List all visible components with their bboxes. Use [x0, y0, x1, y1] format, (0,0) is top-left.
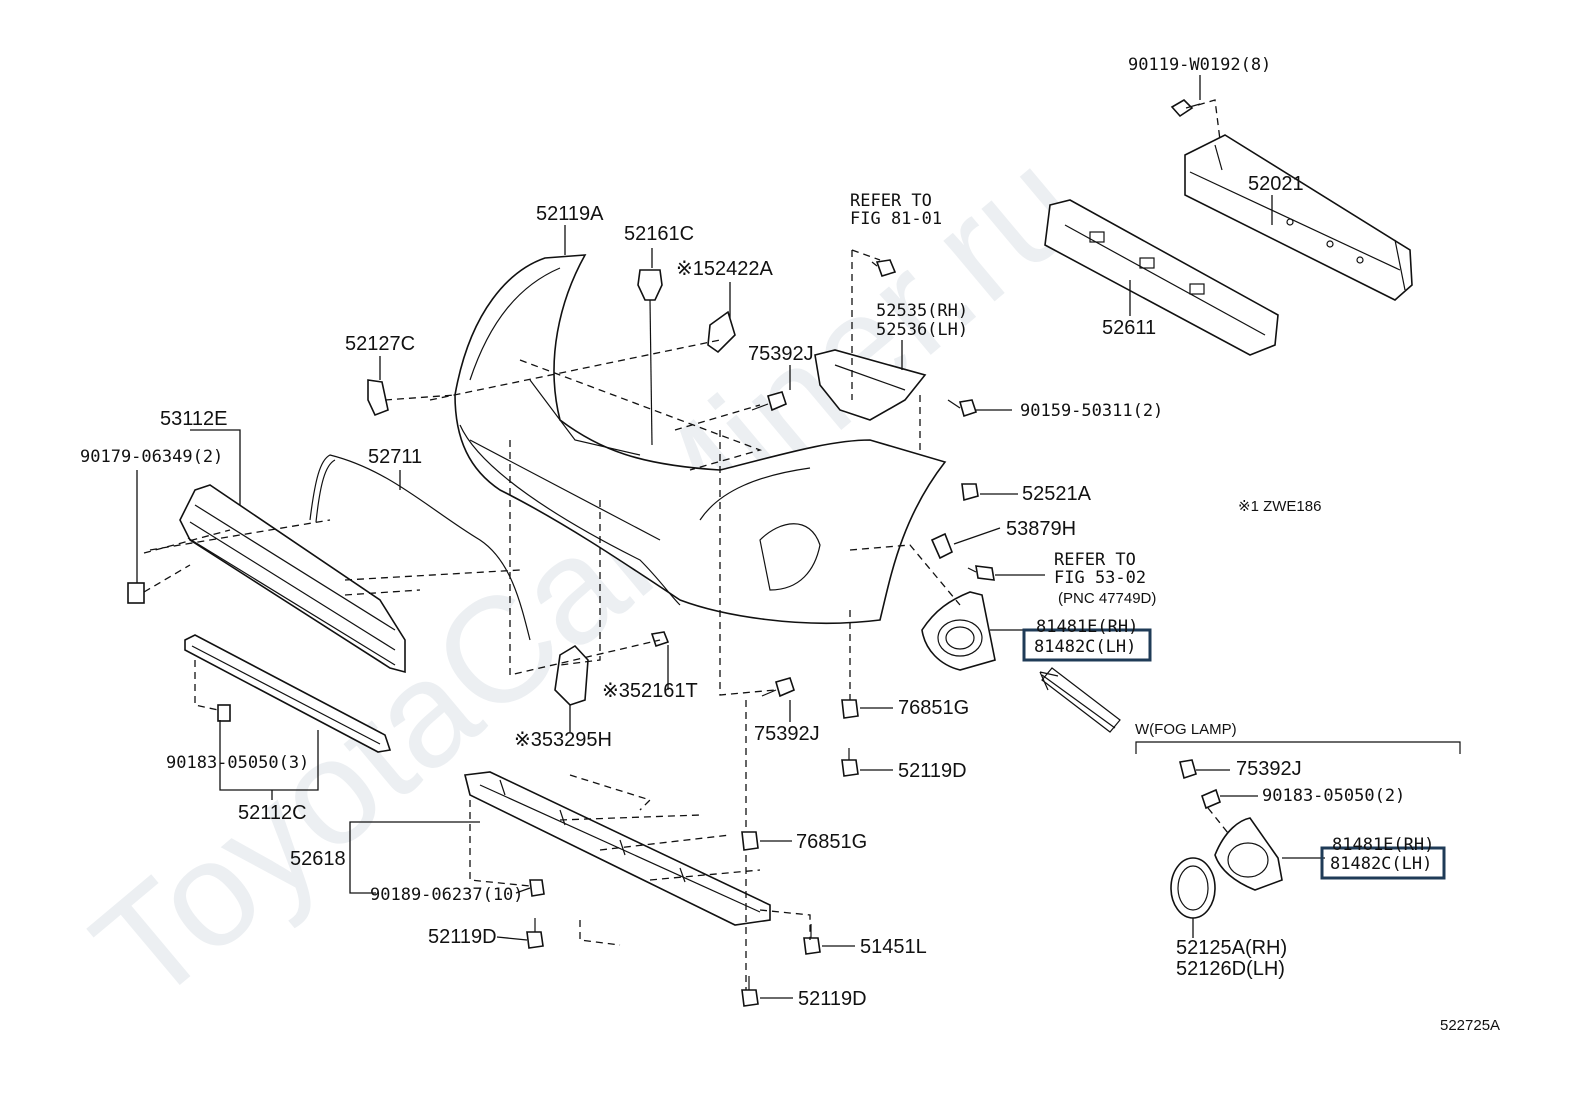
label-52618[interactable]: 52618	[290, 848, 346, 870]
label-81482C-fog[interactable]: 81482C(LH)	[1330, 854, 1432, 874]
watermark-text: ToyotaCarMiner.ru	[63, 118, 1110, 1034]
figure-id: 522725A	[1440, 1017, 1500, 1034]
label-53295H[interactable]: ※353295H	[514, 729, 612, 751]
clip-90189-icon[interactable]	[529, 879, 545, 897]
label-52611[interactable]: 52611	[1102, 317, 1156, 339]
label-75392J-fog[interactable]: 75392J	[1236, 758, 1302, 780]
label-52161C[interactable]: 52161C	[624, 223, 694, 245]
label-76851G-upper[interactable]: 76851G	[898, 697, 969, 719]
clip-90179-icon[interactable]	[127, 582, 145, 604]
label-52161T[interactable]: ※352161T	[602, 680, 698, 702]
radiator-grille-53112E[interactable]	[179, 484, 406, 674]
bolt-fig-81-01-icon[interactable]	[871, 259, 897, 277]
fog-lamp-cover-fog[interactable]	[1214, 817, 1283, 891]
fog-lamp-ring-52125A-52126D[interactable]	[1170, 857, 1216, 919]
label-52021[interactable]: 52021	[1248, 173, 1304, 195]
label-81481E-main[interactable]: 81481E(RH)	[1036, 617, 1138, 637]
label-refer-81-01-line1[interactable]: REFER TO	[850, 191, 932, 211]
label-52119D-upper[interactable]: 52119D	[898, 760, 967, 782]
fog-lamp-group-label: W(FOG LAMP)	[1135, 721, 1237, 738]
label-52119D-bottom[interactable]: 52119D	[798, 988, 867, 1010]
bumper-cover-52119A[interactable]	[454, 254, 947, 624]
label-52119A[interactable]: 52119A	[536, 203, 604, 225]
pad-52422A[interactable]	[707, 310, 736, 354]
clip-90183-fog-icon[interactable]	[1201, 788, 1221, 810]
label-52521A[interactable]: 52521A	[1022, 483, 1092, 505]
label-75392J-upper[interactable]: 75392J	[748, 343, 814, 365]
label-52711[interactable]: 52711	[368, 446, 422, 468]
label-90119-W0192[interactable]: 90119-W0192(8)	[1128, 55, 1271, 75]
label-52127C[interactable]: 52127C	[345, 333, 415, 355]
label-52422A[interactable]: ※152422A	[676, 258, 773, 280]
highlight-81482C-main	[1022, 628, 1152, 662]
label-52112C[interactable]: 52112C	[238, 802, 307, 824]
label-52536-lh[interactable]: 52536(LH)	[876, 320, 968, 340]
label-refer-53-02-pnc[interactable]: (PNC 47749D)	[1058, 590, 1156, 607]
wire-harness-52711[interactable]	[309, 454, 531, 641]
screw-75392J-fog-icon[interactable]	[1179, 759, 1197, 780]
clip-90183-icon[interactable]	[217, 704, 231, 722]
bolt-90159-icon[interactable]	[947, 399, 978, 418]
label-52535-rh[interactable]: 52535(RH)	[876, 301, 968, 321]
label-81481E-fog[interactable]: 81481E(RH)	[1332, 835, 1434, 855]
retainer-76851G-icon[interactable]	[841, 699, 859, 719]
screw-75392J-icon[interactable]	[751, 391, 787, 412]
energy-absorber-52611[interactable]	[1044, 199, 1279, 356]
label-81482C-main[interactable]: 81482C(LH)	[1034, 637, 1136, 657]
bumper-reinforcement-52021[interactable]	[1184, 134, 1413, 301]
label-90179-06349[interactable]: 90179-06349(2)	[80, 447, 223, 467]
label-refer-53-02-line1[interactable]: REFER TO	[1054, 550, 1136, 570]
label-53879H[interactable]: 53879H	[1006, 518, 1076, 540]
lower-molding-52112C[interactable]	[184, 634, 392, 753]
bolt-52119D-bottom-icon[interactable]	[741, 976, 759, 1007]
screw-fig-53-02-icon[interactable]	[967, 565, 995, 581]
screw-75392J-lower-icon[interactable]	[761, 677, 795, 698]
clip-51451L-icon[interactable]	[803, 924, 821, 955]
retainer-76851G-lower-icon[interactable]	[741, 831, 759, 851]
label-90159-50311[interactable]: 90159-50311(2)	[1020, 401, 1163, 421]
label-51451L[interactable]: 51451L	[860, 936, 927, 958]
bracket-53295H[interactable]	[554, 644, 589, 706]
label-75392J-lower[interactable]: 75392J	[754, 723, 820, 745]
bracket-52535-52536[interactable]	[814, 349, 927, 421]
label-52125A-rh[interactable]: 52125A(RH)	[1176, 937, 1287, 959]
label-refer-81-01-line2[interactable]: FIG 81-01	[850, 209, 942, 229]
note-zwe186: ※1 ZWE186	[1238, 498, 1321, 515]
bolt-52119D-left-icon[interactable]	[526, 918, 544, 949]
bracket-53879H-icon[interactable]	[930, 532, 954, 560]
bolt-52119D-icon[interactable]	[841, 748, 859, 777]
retainer-52127C[interactable]	[367, 379, 389, 417]
label-53112E[interactable]: 53112E	[160, 408, 227, 430]
label-90183-05050-3[interactable]: 90183-05050(3)	[166, 753, 309, 773]
label-52119D-left[interactable]: 52119D	[428, 926, 497, 948]
fog-lamp-cover-main[interactable]	[921, 591, 996, 671]
highlight-81482C-fog	[1320, 846, 1446, 880]
label-90189-06237[interactable]: 90189-06237(10)	[370, 885, 524, 905]
clip-52161C-icon[interactable]	[637, 269, 663, 446]
clip-52161T-icon[interactable]	[650, 631, 670, 648]
label-52126D-lh[interactable]: 52126D(LH)	[1176, 958, 1285, 980]
label-90183-05050-2[interactable]: 90183-05050(2)	[1262, 786, 1405, 806]
label-refer-53-02-line2[interactable]: FIG 53-02	[1054, 568, 1146, 588]
label-76851G-lower[interactable]: 76851G	[796, 831, 867, 853]
bolt-90119-icon[interactable]	[1170, 98, 1201, 118]
clip-52521A-icon[interactable]	[961, 483, 979, 502]
